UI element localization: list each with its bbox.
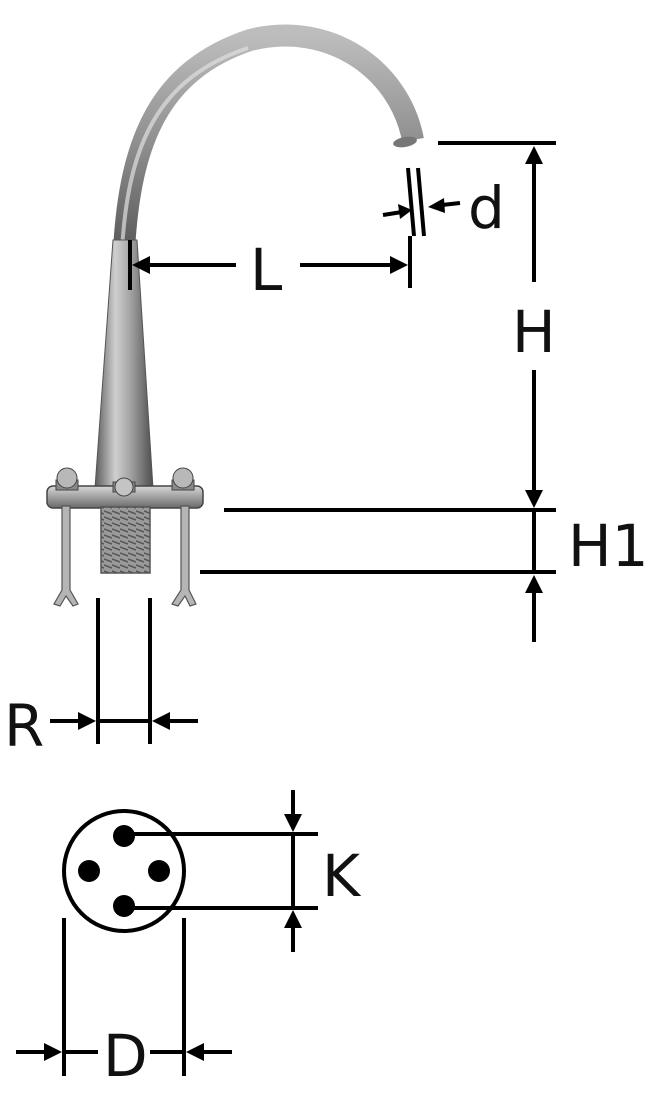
tapered-body bbox=[94, 239, 154, 489]
bolt-hole-right bbox=[148, 860, 170, 882]
bolt-left bbox=[55, 467, 79, 491]
threaded-connection bbox=[100, 506, 151, 574]
bolt-center bbox=[112, 477, 136, 497]
spout-tip bbox=[393, 136, 417, 148]
label-K: K bbox=[322, 842, 362, 910]
bolt-pattern-view bbox=[62, 809, 186, 933]
dimension-H1 bbox=[200, 508, 556, 642]
dimension-H bbox=[438, 141, 556, 508]
dimension-d bbox=[382, 167, 461, 237]
label-L: L bbox=[250, 236, 282, 304]
spout-tube bbox=[113, 24, 424, 251]
anchor-leg-left bbox=[53, 505, 79, 607]
dimension-R bbox=[50, 598, 198, 744]
flange-outline bbox=[62, 809, 186, 933]
dimension-L bbox=[128, 236, 412, 290]
label-D: D bbox=[103, 1022, 148, 1090]
label-R: R bbox=[4, 692, 44, 760]
nozzle-illustration bbox=[46, 24, 424, 607]
dimension-K bbox=[124, 790, 318, 952]
anchor-leg-right bbox=[171, 505, 197, 607]
label-H1: H1 bbox=[568, 512, 649, 580]
spout-tube-highlight bbox=[120, 46, 249, 251]
bolt-right bbox=[171, 467, 195, 491]
label-H: H bbox=[512, 298, 556, 366]
label-d: d bbox=[468, 174, 505, 242]
bolt-hole-left bbox=[78, 860, 100, 882]
dimension-D bbox=[16, 918, 232, 1076]
